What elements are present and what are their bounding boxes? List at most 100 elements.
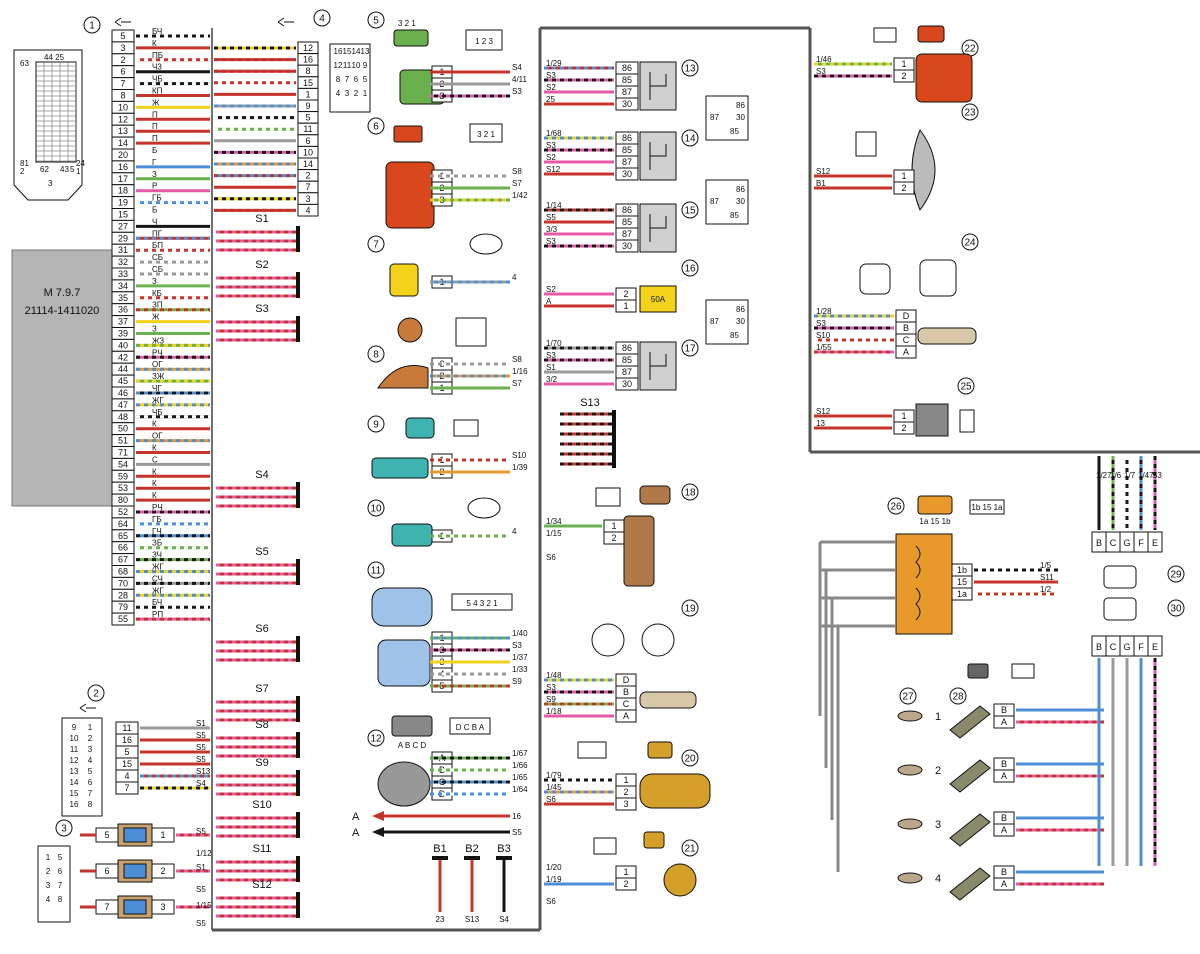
connector4-pin-number: 10 <box>303 147 313 157</box>
ecu-pin-number: 33 <box>118 269 128 279</box>
relay14-tag: S12 <box>546 165 561 174</box>
wire-color-code: РЧ <box>152 503 163 512</box>
fuse-pin-cell <box>151 899 175 915</box>
component23-pin-number: 2 <box>901 183 906 193</box>
component25-tag: S12 <box>816 407 831 416</box>
callout-number: 26 <box>890 502 902 513</box>
callout-number: 4 <box>319 14 325 25</box>
component20-pin-number: 3 <box>623 799 628 809</box>
wire-color-code: Ч <box>152 217 157 226</box>
relay-face-pin: 86 <box>736 305 745 314</box>
fuse16-pin-number: 2 <box>623 289 628 299</box>
fuse-pin-number: 7 <box>104 902 109 912</box>
component11-connector <box>371 587 433 627</box>
component19-body <box>639 691 697 709</box>
component19-pin-number: B <box>623 687 629 697</box>
ecu-pin-number: 5 <box>120 31 125 41</box>
component9-connector <box>405 417 435 439</box>
relay17-tag: S1 <box>546 363 556 372</box>
callout-circle <box>681 129 699 147</box>
splice-bar <box>612 410 616 468</box>
connector3-face <box>37 845 71 923</box>
wire-color-code: К <box>152 39 157 48</box>
harness-top-tag: 1/6 <box>1110 471 1122 480</box>
relay15-pin-cell <box>615 239 639 253</box>
component18-pin-number: 2 <box>611 533 616 543</box>
component11-face-label: 5 4 3 2 1 <box>466 599 498 608</box>
wire-color-code: К <box>152 479 157 488</box>
splice-bar <box>296 559 300 585</box>
connector2-grid-pin: 4 <box>88 756 93 765</box>
component8-face <box>455 317 487 347</box>
splice-label: S13 <box>580 397 600 409</box>
component8-connector <box>397 317 423 343</box>
connector4-grid-pin: 10 <box>352 61 361 70</box>
ecu-pin-number: 35 <box>118 293 128 303</box>
ground-label: B1 <box>433 843 446 855</box>
callout-circle <box>899 687 917 705</box>
callout-number: 15 <box>684 206 696 217</box>
connector2-tag: S1 <box>196 719 206 728</box>
callout-circle <box>681 599 699 617</box>
callout-circle <box>681 339 699 357</box>
injector-pin-number: B <box>1001 759 1007 769</box>
relay17-symbol <box>649 352 667 380</box>
spark-plug <box>897 818 923 830</box>
component11-tag: S9 <box>512 677 522 686</box>
splice-label: S12 <box>252 879 272 891</box>
ecu-pin-number: 53 <box>118 483 128 493</box>
component6-tag: S8 <box>512 167 522 176</box>
component8-tag: 1/16 <box>512 367 528 376</box>
component21-pin-number: 1 <box>623 867 628 877</box>
ecu-pin-number: 46 <box>118 388 128 398</box>
harness-bottom-pin: B <box>1096 642 1102 652</box>
connector4-grid-pin: 14 <box>352 47 361 56</box>
arrow-tag: A <box>352 811 360 823</box>
ecu-connector-left-pin: 63 <box>20 59 29 68</box>
callout-number: 23 <box>964 108 976 119</box>
connector3-grid-pin: 7 <box>58 881 63 890</box>
connector2-pin-number: 4 <box>124 771 129 781</box>
ecu-pin-number: 34 <box>118 281 128 291</box>
callout-number: 20 <box>684 754 696 765</box>
relay17-pin-number: 86 <box>622 343 632 353</box>
injector-pin-number: A <box>1001 825 1007 835</box>
component5-tag: S3 <box>512 87 522 96</box>
component25-tag: 13 <box>816 419 825 428</box>
component25-body <box>915 403 949 437</box>
component12-face <box>449 717 491 735</box>
component23-tag: S12 <box>816 167 831 176</box>
component5-face-label: 1 2 3 <box>475 37 493 46</box>
fuse-pin-number: 3 <box>160 902 165 912</box>
connector4-pin-number: 5 <box>305 113 310 123</box>
relay15-tag: S5 <box>546 213 556 222</box>
injector-pin-cell <box>993 715 1015 729</box>
component20-tag: S6 <box>546 795 556 804</box>
component23-face <box>855 131 877 157</box>
wire-color-code: ОГ <box>152 432 163 441</box>
injector-body <box>949 813 991 847</box>
component26-pin-label: 1a 15 1b <box>919 517 951 526</box>
connector4-pin-number: 15 <box>303 78 313 88</box>
connector2-grid-pin: 8 <box>88 800 93 809</box>
ecu-pin-number: 7 <box>120 79 125 89</box>
wire-color-code: З <box>152 170 157 179</box>
ecu-pin-number: 16 <box>118 162 128 172</box>
ecu-pin-number: 52 <box>118 507 128 517</box>
component11-tag: S3 <box>512 641 522 650</box>
splice-bar <box>296 732 300 758</box>
callout-number: 9 <box>373 420 379 431</box>
splice-label: S10 <box>252 799 272 811</box>
ground-tag: S4 <box>499 915 509 924</box>
connector3-grid-pin: 1 <box>46 853 51 862</box>
connector4-pin-number: 16 <box>303 55 313 65</box>
wire-color-code: БЧ <box>152 27 162 36</box>
component22-pin-cell <box>893 69 915 83</box>
fuse16-rating: 50A <box>651 295 666 304</box>
component19-face <box>591 623 625 657</box>
component6-tag: 1/42 <box>512 191 528 200</box>
ecu-pin: 2 <box>20 167 25 176</box>
harness-bottom-pin-cell <box>1147 635 1163 657</box>
relay17-pin-cell <box>615 377 639 391</box>
harness-top-tag: 1/47 <box>1138 471 1154 480</box>
